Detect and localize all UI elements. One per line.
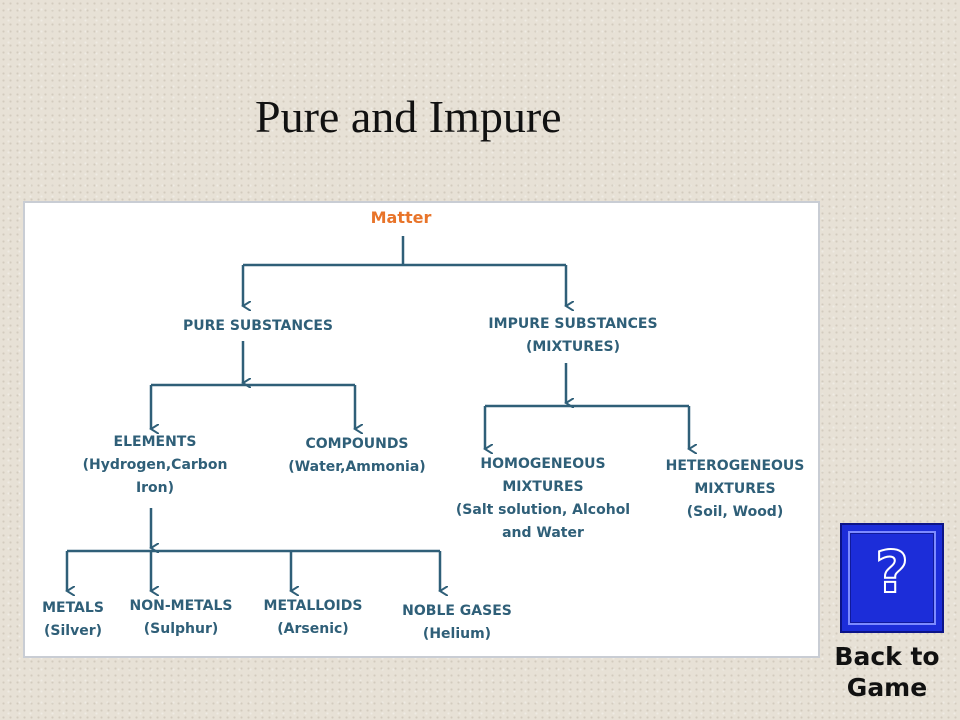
node-label: IMPURE SUBSTANCES (488, 316, 658, 332)
node-heterogeneous: HETEROGENEOUS MIXTURES (Soil, Wood) (666, 455, 805, 524)
node-label: COMPOUNDS (305, 436, 409, 452)
node-label: MIXTURES (502, 479, 584, 495)
node-label: (Arsenic) (277, 621, 349, 637)
classification-diagram: Matter PURE SUBSTANCES IMPURE SUBSTANCES… (23, 201, 820, 658)
node-metalloids: METALLOIDS (Arsenic) (264, 595, 363, 641)
node-matter-label: Matter (370, 208, 432, 227)
connector-lines (25, 236, 822, 660)
button-bevel (848, 531, 936, 625)
node-non-metals: NON-METALS (Sulphur) (130, 595, 233, 641)
node-label: (Silver) (43, 623, 103, 639)
back-to-game-button[interactable]: ? (840, 523, 944, 633)
node-label: (Helium) (422, 626, 492, 642)
node-homogeneous: HOMOGENEOUS MIXTURES (Salt solution, Alc… (456, 453, 630, 545)
node-label: and Water (502, 525, 584, 541)
node-label: (Sulphur) (143, 621, 219, 637)
node-label: NOBLE GASES (402, 603, 512, 619)
node-label: (Hydrogen,Carbon (82, 457, 228, 473)
node-elements: ELEMENTS (Hydrogen,Carbon Iron) (83, 431, 228, 500)
node-label: METALS (42, 600, 104, 616)
node-metals: METALS (Silver) (42, 597, 104, 643)
node-label: HOMOGENEOUS (480, 456, 606, 472)
node-label: PURE SUBSTANCES (183, 318, 333, 334)
node-label: NON-METALS (129, 598, 233, 614)
node-label: ELEMENTS (113, 434, 197, 450)
question-mark-icon: ? (874, 538, 910, 606)
node-matter: Matter (371, 206, 432, 229)
node-label: HETEROGENEOUS (665, 458, 805, 474)
node-label: Iron) (135, 480, 175, 496)
back-label-line-1: Back to (834, 642, 940, 671)
node-label: METALLOIDS (263, 598, 363, 614)
node-label: (Salt solution, Alcohol (455, 502, 631, 518)
node-label: (MIXTURES) (525, 339, 621, 355)
node-impure-substances: IMPURE SUBSTANCES (MIXTURES) (488, 313, 657, 359)
node-noble-gases: NOBLE GASES (Helium) (402, 600, 512, 646)
back-to-game-link[interactable]: Back to Game (826, 641, 948, 703)
node-label: MIXTURES (694, 481, 776, 497)
back-label-line-2: Game (846, 673, 928, 702)
node-pure-substances: PURE SUBSTANCES (183, 315, 333, 338)
node-label: (Soil, Wood) (686, 504, 784, 520)
slide-title: Pure and Impure (255, 91, 562, 142)
node-label: (Water,Ammonia) (288, 459, 426, 475)
node-compounds: COMPOUNDS (Water,Ammonia) (288, 433, 425, 479)
